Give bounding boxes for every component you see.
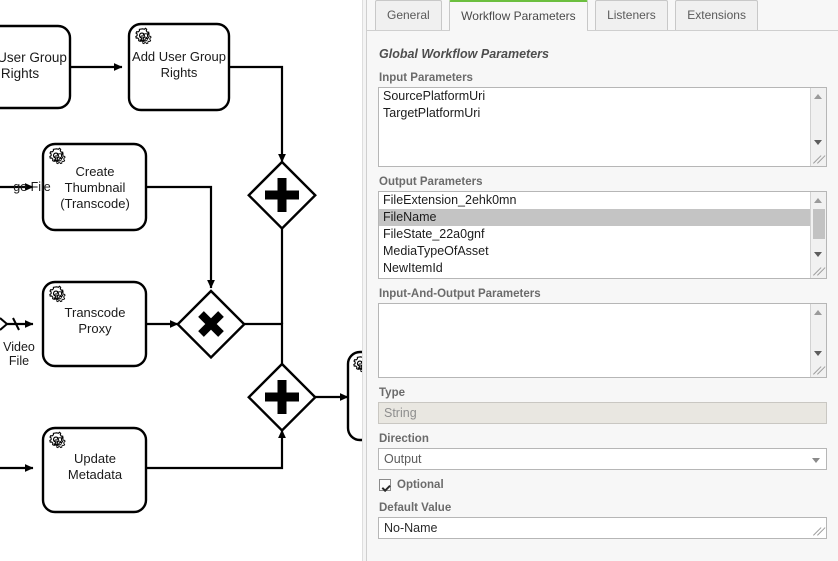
flow-label-video-file-line1: Video <box>3 340 35 354</box>
task-label-line2: Thumbnail <box>65 180 126 195</box>
properties-panel: General Workflow Parameters Listeners Ex… <box>366 0 838 561</box>
list-item[interactable]: SourcePlatformUri <box>383 89 486 103</box>
task-user-group-rights[interactable]: User Group Rights <box>0 24 72 110</box>
optional-label: Optional <box>397 479 444 491</box>
task-transcode-proxy[interactable]: Transcode Proxy <box>41 280 148 368</box>
section-title: Global Workflow Parameters <box>379 47 549 61</box>
input-and-output-parameters-scrollbar[interactable] <box>810 304 826 377</box>
input-parameters-scrollbar[interactable] <box>810 88 826 166</box>
scroll-down-icon[interactable] <box>811 346 826 361</box>
tab-workflow-parameters[interactable]: Workflow Parameters <box>449 0 588 31</box>
flow-label-video-file-line2: File <box>9 354 29 368</box>
output-parameters-scrollbar[interactable] <box>810 192 826 278</box>
resize-grip-icon[interactable] <box>811 362 826 377</box>
conditional-flow-marker <box>0 317 20 331</box>
task-label-line2: Proxy <box>78 321 112 336</box>
task-label-line2: Metadata <box>68 467 123 482</box>
task-label-line2: Rights <box>161 65 198 80</box>
input-and-output-parameters-group: Input-And-Output Parameters <box>378 288 827 378</box>
input-parameters-group: Input Parameters SourcePlatformUri Targe… <box>378 72 827 167</box>
input-and-output-parameters-label: Input-And-Output Parameters <box>379 288 541 300</box>
flow-label-image-file: ge File <box>13 180 51 194</box>
direction-selected-value: Output <box>384 452 422 466</box>
optional-checkbox[interactable] <box>379 479 391 491</box>
gateway-parallel-top[interactable] <box>247 160 317 231</box>
gateway-exclusive[interactable] <box>176 289 246 360</box>
task-label-line1: Update <box>74 451 116 466</box>
task-label-line1: Create <box>75 164 114 179</box>
list-item-selected[interactable]: FileName <box>379 209 810 226</box>
scroll-up-icon[interactable] <box>811 305 826 320</box>
scroll-down-icon[interactable] <box>811 135 826 150</box>
input-and-output-parameters-listbox[interactable] <box>378 303 827 378</box>
flow-thumbnail-to-exclusive <box>146 185 215 289</box>
flow-updatemetadata-to-parallel-bottom <box>146 429 286 470</box>
type-label: Type <box>379 387 405 399</box>
tab-general[interactable]: General <box>375 0 442 30</box>
list-item[interactable]: FileExtension_2ehk0mn <box>383 193 517 207</box>
workflow-diagram-canvas[interactable]: User Group Rights Add User Group Rights <box>0 0 362 561</box>
default-value-group: Default Value No-Name <box>378 502 827 539</box>
scroll-down-icon[interactable] <box>811 247 826 262</box>
list-item[interactable]: NewItemId <box>383 261 443 275</box>
default-value-label: Default Value <box>379 502 452 514</box>
list-item[interactable]: FileState_22a0gnf <box>383 227 485 241</box>
task-label-line1: Transcode <box>65 305 126 320</box>
scrollbar-thumb[interactable] <box>813 209 825 239</box>
type-field: String <box>378 402 827 424</box>
resize-grip-icon[interactable] <box>811 151 826 166</box>
direction-label: Direction <box>379 433 429 445</box>
resize-grip-icon[interactable] <box>811 263 826 278</box>
task-update-metadata[interactable]: Update Metadata <box>41 426 148 514</box>
scroll-up-icon[interactable] <box>811 89 826 104</box>
scroll-up-icon[interactable] <box>811 193 826 208</box>
tab-listeners[interactable]: Listeners <box>595 0 668 30</box>
task-add-user-group-rights[interactable]: Add User Group Rights <box>127 22 231 112</box>
task-label-line3: (Transcode) <box>60 196 130 211</box>
gateway-parallel-bottom[interactable] <box>247 362 317 433</box>
flow-adduser-to-parallel-top <box>229 65 286 163</box>
list-item[interactable]: TargetPlatformUri <box>383 106 481 120</box>
output-parameters-group: Output Parameters FileExtension_2ehk0mn … <box>378 176 827 279</box>
task-create-thumbnail[interactable]: Create Thumbnail (Transcode) <box>41 142 148 232</box>
default-value-field[interactable]: No-Name <box>378 517 827 539</box>
task-right-edge-partial[interactable] <box>346 350 362 442</box>
input-parameters-label: Input Parameters <box>379 72 473 84</box>
output-parameters-listbox[interactable]: FileExtension_2ehk0mn FileName FileState… <box>378 191 827 279</box>
input-parameters-listbox[interactable]: SourcePlatformUri TargetPlatformUri <box>378 87 827 167</box>
tab-extensions[interactable]: Extensions <box>675 0 758 30</box>
direction-group: Direction Output <box>378 433 827 470</box>
task-label-line1: Add User Group <box>132 49 226 64</box>
chevron-down-icon <box>812 458 820 463</box>
optional-checkbox-row[interactable]: Optional <box>379 479 827 491</box>
list-item[interactable]: MediaTypeOfAsset <box>383 244 489 258</box>
output-parameters-label: Output Parameters <box>379 176 483 188</box>
task-label-line1: User Group <box>0 50 67 65</box>
type-group: Type String <box>378 387 827 424</box>
task-label-line2: Rights <box>1 66 40 81</box>
properties-tabbar: General Workflow Parameters Listeners Ex… <box>367 0 838 31</box>
resize-grip-icon[interactable] <box>811 523 826 538</box>
direction-select[interactable]: Output <box>378 448 827 470</box>
